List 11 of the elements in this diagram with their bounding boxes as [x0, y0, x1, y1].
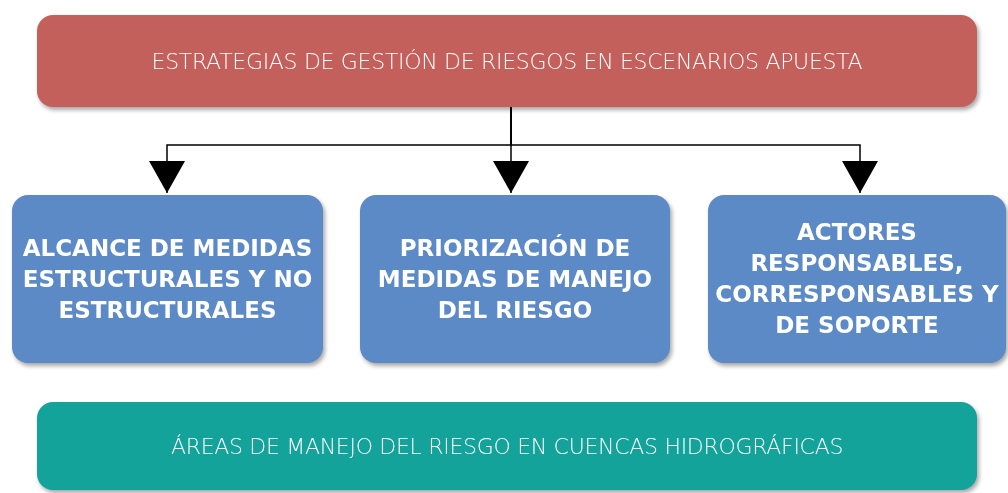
title-banner [37, 15, 977, 107]
node-label: PRIORIZACIÓN DE MEDIDAS DE MANEJO DEL RIESGO [376, 233, 654, 325]
node-label: ACTORES RESPONSABLES, CORRESPONSABLES Y DE SOPORTE [714, 218, 1000, 340]
category-box [360, 195, 670, 363]
footer-banner [37, 402, 977, 490]
node-label: ÁREAS DE MANEJO DEL RIESGO EN CUENCAS HIDROGRÁFICAS [170, 433, 844, 459]
category-box [12, 195, 323, 363]
node-label: ESTRATEGIAS DE GESTIÓN DE RIESGOS EN ESCENARIOS APUESTA [151, 48, 863, 74]
category-box [708, 195, 1006, 363]
node-label: ALCANCE DE MEDIDAS ESTRUCTURALES Y NO ESTRUCTURALES [21, 233, 314, 325]
arrow [510, 106, 876, 194]
